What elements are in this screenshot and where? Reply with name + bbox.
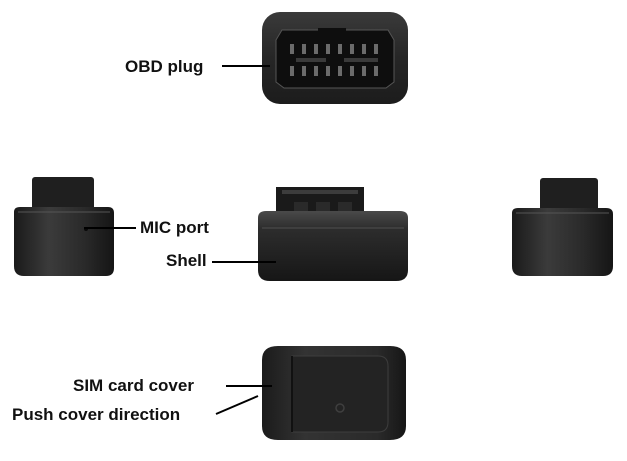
label-mic-port: MIC port [140,218,209,237]
side-right-connector [540,178,598,214]
sim-cover-indicator [335,403,345,413]
side-view-left [14,177,114,276]
label-push-cover-direction: Push cover direction [12,405,181,424]
obd-connector-key [318,28,346,36]
sim-card-cover-panel [291,355,389,433]
front-shell-body [258,211,408,281]
side-left-connector [32,177,94,215]
side-view-right [512,178,613,276]
leader-push-cover-direction [215,395,259,415]
bottom-view [262,346,406,440]
label-shell: Shell [166,251,207,270]
label-sim-card-cover: SIM card cover [73,376,194,395]
front-view [258,187,408,281]
side-left-body [14,207,114,276]
leader-lines [84,65,276,415]
obd-plug-view [262,12,408,104]
obd-pins [290,44,378,76]
label-obd-plug: OBD plug [125,57,204,76]
side-right-body [512,208,613,276]
